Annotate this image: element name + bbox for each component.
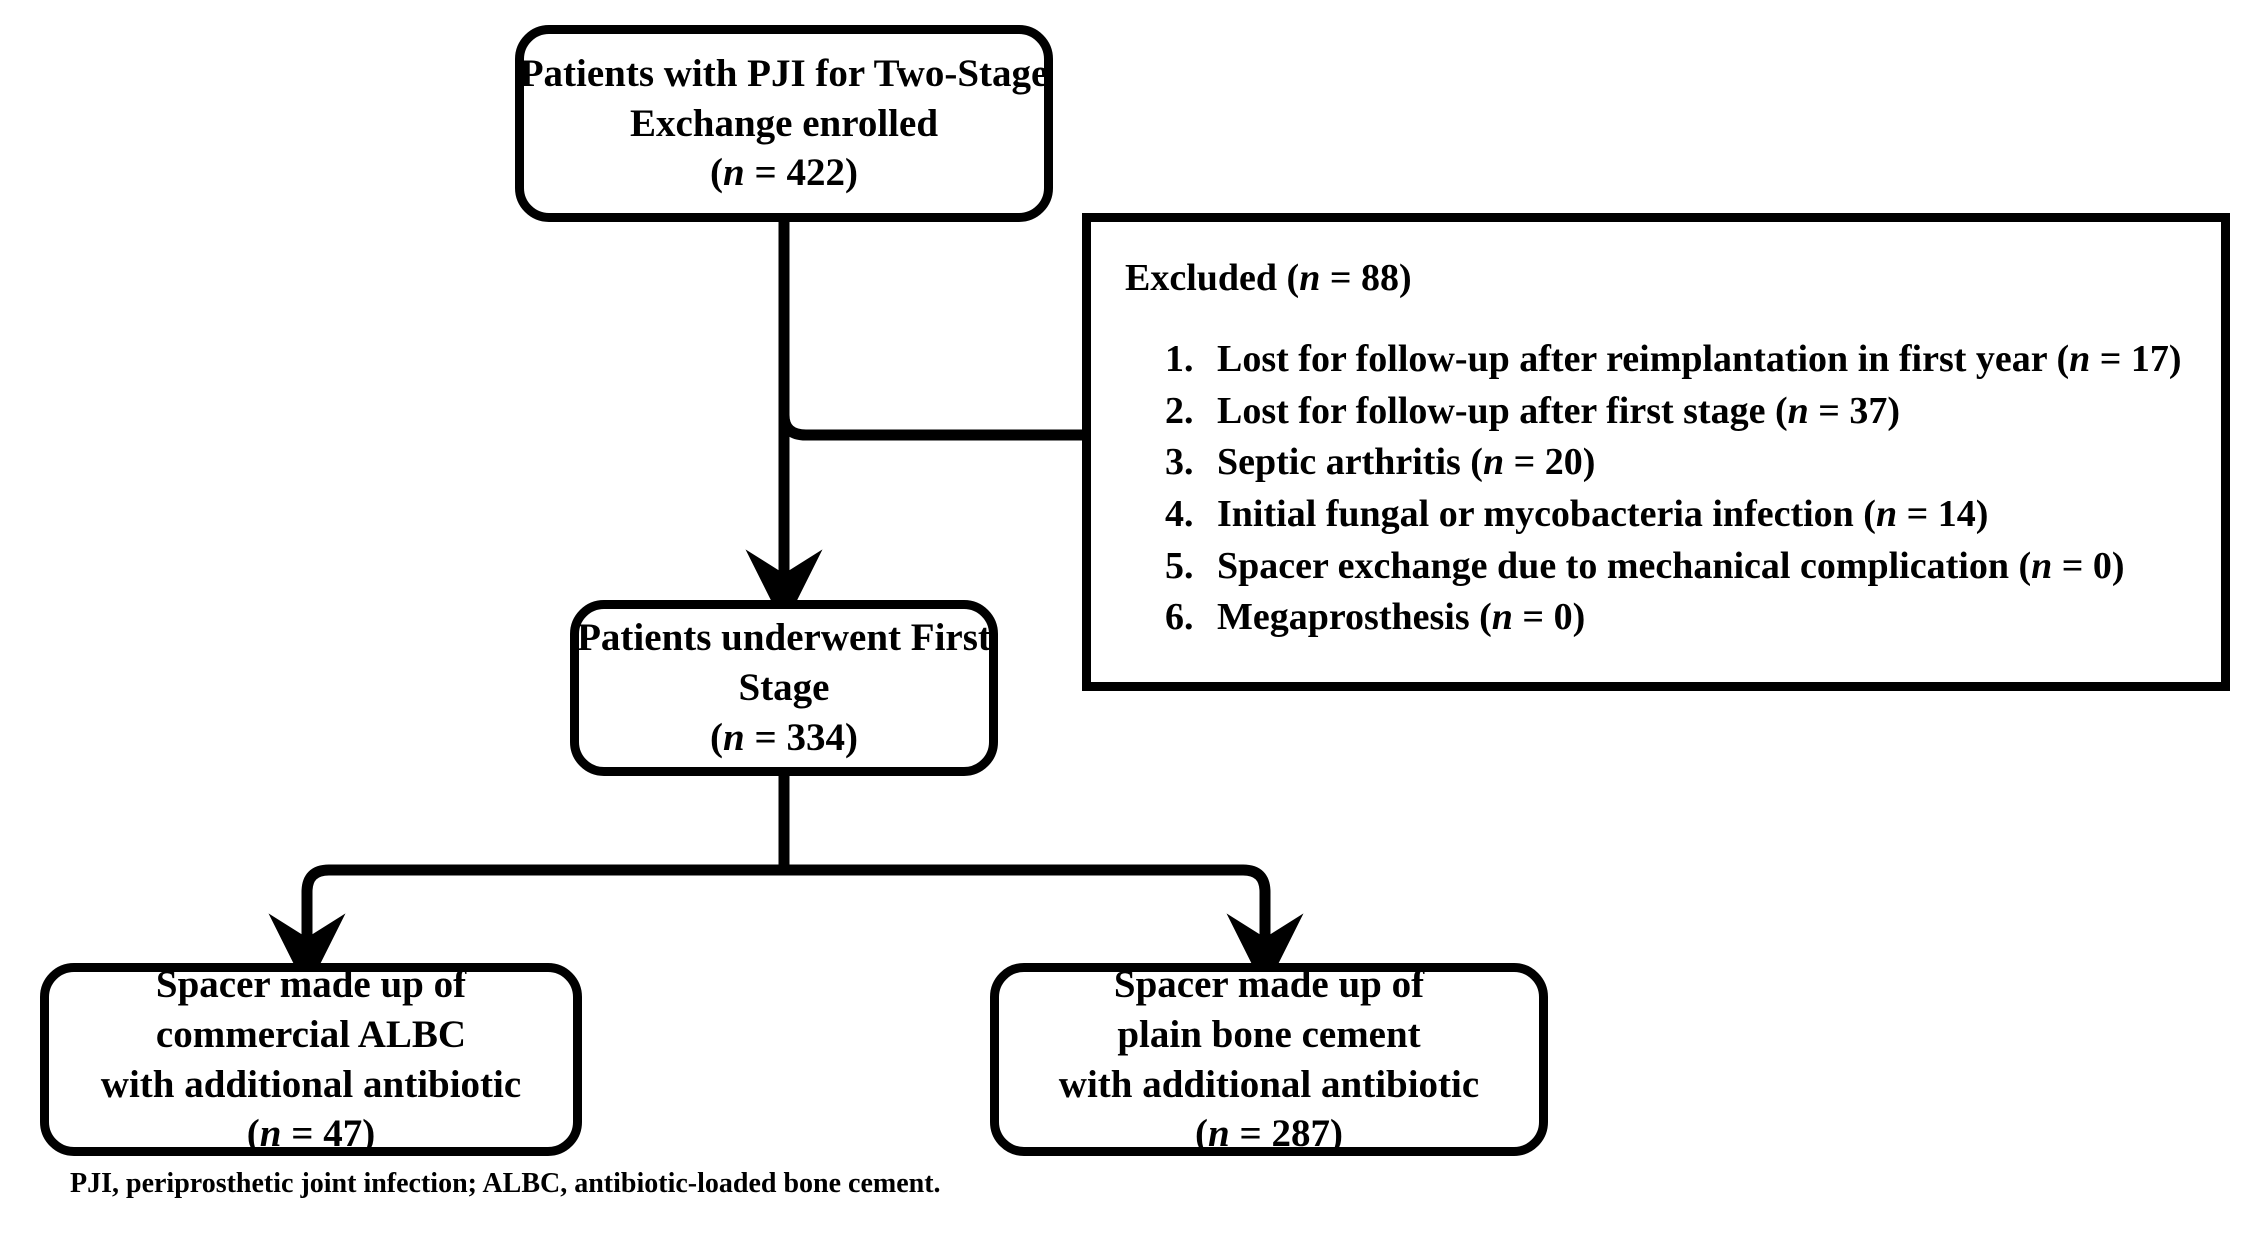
node-excluded: Excluded (n = 88) Lost for follow-up aft… xyxy=(1082,213,2230,691)
list-item: Lost for follow-up after first stage (n … xyxy=(1203,386,2182,438)
list-item: Lost for follow-up after reimplantation … xyxy=(1203,334,2182,386)
node-first-stage-count: (n = 334) xyxy=(710,713,858,763)
reason-text: Septic arthritis ( xyxy=(1217,441,1483,484)
node-plain-count: (n = 287) xyxy=(1195,1109,1343,1159)
connector-to-spacer-plain xyxy=(784,864,1304,991)
footnote-abbreviations: PJI, periprosthetic joint infection; ALB… xyxy=(70,1168,941,1199)
n-symbol: n xyxy=(1482,441,1505,484)
n-value: = 287) xyxy=(1229,1112,1343,1156)
n-symbol: n xyxy=(259,1112,282,1156)
n-value: = 0) xyxy=(1512,596,1586,639)
node-albc-count: (n = 47) xyxy=(247,1109,375,1159)
node-first-stage-line2: Stage xyxy=(738,666,830,710)
node-enrolled-count: (n = 422) xyxy=(710,148,858,198)
node-plain-line2: plain bone cement xyxy=(1117,1012,1421,1056)
excluded-label: Excluded ( xyxy=(1125,257,1300,299)
n-symbol: n xyxy=(1787,389,1809,432)
n-symbol: n xyxy=(1875,493,1898,536)
node-albc-line2: commercial ALBC xyxy=(155,1012,467,1056)
n-value: = 37) xyxy=(1808,389,1901,432)
n-symbol: n xyxy=(723,151,745,195)
n-symbol: n xyxy=(1299,257,1321,299)
paren-open: ( xyxy=(710,715,724,759)
list-item: Megaprosthesis (n = 0) xyxy=(1203,592,2182,644)
node-excluded-title: Excluded (n = 88) xyxy=(1125,256,1412,300)
list-item: Initial fungal or mycobacteria infection… xyxy=(1203,489,2182,541)
reason-text: Lost for follow-up after first stage ( xyxy=(1217,389,1788,432)
n-symbol: n xyxy=(2069,338,2091,380)
list-item: Spacer exchange due to mechanical compli… xyxy=(1203,541,2182,593)
n-symbol: n xyxy=(1208,1112,1230,1156)
n-value: = 88) xyxy=(1320,257,1412,299)
n-symbol: n xyxy=(1491,596,1513,639)
node-enrolled-line1: Patients with PJI for Two-Stage xyxy=(519,51,1049,95)
node-patients-enrolled: Patients with PJI for Two-Stage Exchange… xyxy=(515,25,1053,222)
list-item: Septic arthritis (n = 20) xyxy=(1203,437,2182,489)
node-plain-line3: with additional antibiotic xyxy=(1058,1062,1480,1106)
n-value: = 0) xyxy=(2052,544,2125,587)
n-value: = 47) xyxy=(281,1112,376,1156)
excluded-reasons-list: Lost for follow-up after reimplantation … xyxy=(1117,334,2182,644)
connector-to-spacer-albc xyxy=(268,864,784,991)
paren-open: ( xyxy=(1195,1112,1209,1156)
node-enrolled-line2: Exchange enrolled xyxy=(629,101,939,145)
n-value: = 17) xyxy=(2090,338,2182,380)
connector-enrolled-to-excluded xyxy=(778,222,1082,441)
reason-text: Lost for follow-up after reimplantation … xyxy=(1217,338,2070,380)
n-value: = 14) xyxy=(1897,493,1989,536)
node-plain-line1: Spacer made up of xyxy=(1113,962,1425,1006)
reason-text: Megaprosthesis ( xyxy=(1217,596,1492,639)
n-value: = 422) xyxy=(744,151,858,195)
paren-open: ( xyxy=(246,1112,260,1156)
n-symbol: n xyxy=(2031,544,2053,587)
paren-open: ( xyxy=(710,151,724,195)
n-value: = 334) xyxy=(744,715,858,759)
node-albc-line1: Spacer made up of xyxy=(155,962,467,1006)
node-first-stage: Patients underwent First Stage (n = 334) xyxy=(570,600,998,776)
node-albc-line3: with additional antibiotic xyxy=(100,1062,522,1106)
reason-text: Initial fungal or mycobacteria infection… xyxy=(1217,493,1876,536)
node-spacer-commercial-albc: Spacer made up of commercial ALBC with a… xyxy=(40,963,582,1156)
node-spacer-plain-bone-cement: Spacer made up of plain bone cement with… xyxy=(990,963,1548,1156)
reason-text: Spacer exchange due to mechanical compli… xyxy=(1217,544,2032,587)
node-first-stage-line1: Patients underwent First xyxy=(577,616,991,660)
n-value: = 20) xyxy=(1504,441,1596,484)
n-symbol: n xyxy=(723,715,745,759)
